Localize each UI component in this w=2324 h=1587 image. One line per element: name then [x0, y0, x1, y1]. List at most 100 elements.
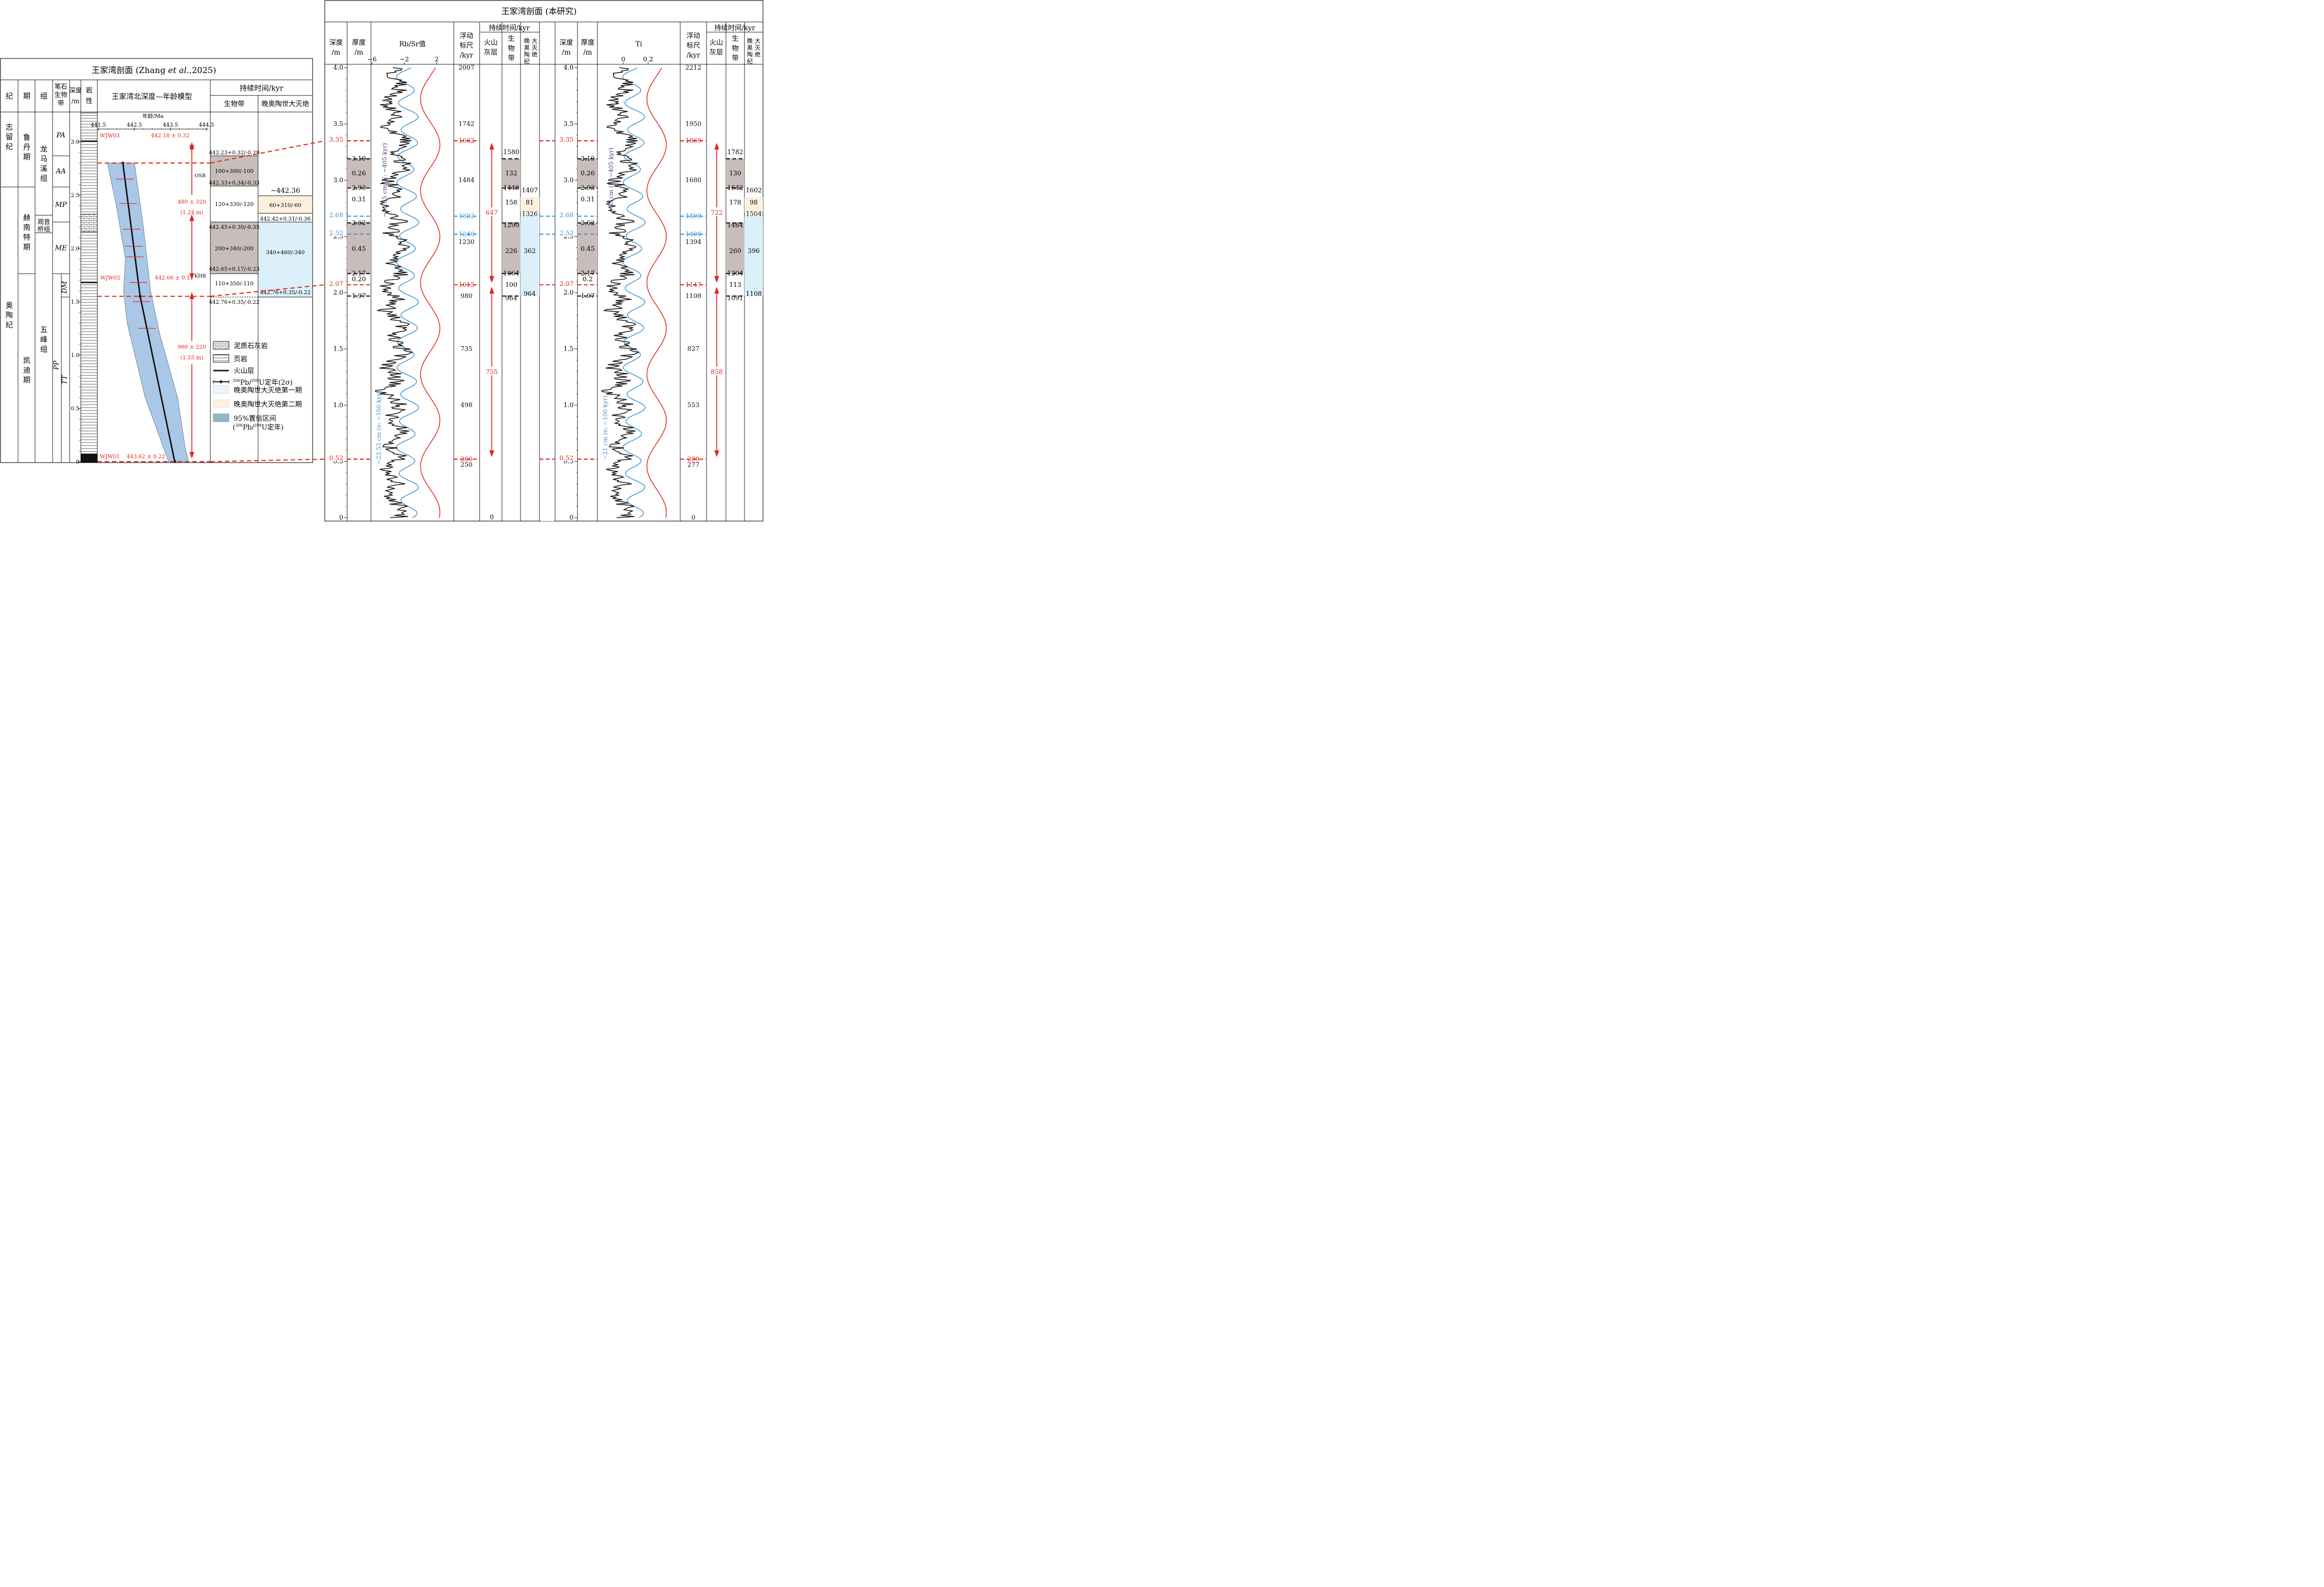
period-ordovician-2: 陶 — [5, 311, 13, 319]
header-bio-2: 带 — [732, 55, 739, 62]
stage-rhuddanian-3: 期 — [23, 152, 30, 161]
header-depth-2: 深度 — [559, 39, 573, 47]
extinction-duration-label: 964 — [524, 290, 536, 298]
header-ash: 灰层 — [484, 49, 498, 56]
biozone-shade — [726, 223, 744, 274]
header-extinction-b: 大 — [532, 37, 538, 44]
right-title: 王家湾剖面 (本研究) — [502, 7, 577, 17]
extinction-phase1-shade — [744, 216, 763, 296]
legend-label-2: 页岩 — [234, 355, 247, 363]
header-graptolite-1: 笔石 — [55, 83, 67, 91]
long-eccentricity-curve — [646, 67, 667, 518]
extinction-cell-5: 442.76+0.35/-0.22 — [260, 289, 311, 296]
biozone-shade — [726, 159, 744, 188]
marker-depth-label: 2.52 — [559, 230, 574, 237]
marker-label-bg — [329, 211, 343, 218]
left-depth-tick-label: 0 — [76, 459, 79, 465]
zone-mp: MP — [55, 201, 67, 209]
legend-label-7: 95%置信区间 — [234, 415, 276, 423]
zone-dm: DM — [61, 281, 69, 294]
header-depth: 深度 — [329, 39, 343, 47]
header-biozone: 生物带 — [224, 100, 244, 108]
scale-label: 2007 — [458, 64, 474, 72]
depth-axis-2-label: 2.0 — [563, 289, 574, 297]
thickness-label-2: 0.2 — [583, 276, 593, 283]
header-bio-2: 生 — [732, 35, 739, 43]
left-depth-tick-label: 0.5 — [71, 406, 80, 412]
biozone-cell-6: 200+340/-200 — [215, 245, 254, 252]
extinction-cell-4: 340+460/-340 — [266, 249, 305, 256]
header-scale: /kyr — [460, 52, 473, 59]
marker-label-bg — [329, 454, 343, 461]
stage-katian-2: 迪 — [23, 366, 30, 374]
marker-depth-label: 2.68 — [329, 212, 343, 219]
interval-arrow-top-b-head-bottom — [189, 273, 194, 280]
stage-katian-3: 期 — [23, 375, 30, 384]
stage-hirnantian-3: 特 — [23, 233, 30, 242]
stage-rhuddanian-2: 丹 — [23, 143, 30, 151]
header-depth-2: /m — [72, 98, 80, 105]
thickness-label-2: 0.26 — [581, 170, 595, 177]
scale-label-2: 1394 — [685, 239, 701, 246]
bio-duration-label: 1290 — [503, 222, 519, 229]
ash-interval-2-1-label: 858 — [711, 369, 723, 376]
legend-label-3: 火山层 — [234, 367, 254, 375]
short-eccentricity-curve — [396, 67, 419, 518]
age-tick-label: 443.5 — [163, 122, 178, 128]
curve-x-tick-label: 2 — [435, 56, 439, 63]
stage-rhuddanian-1: 鲁 — [23, 133, 30, 142]
bio-duration-label-2: 1464 — [727, 222, 743, 229]
correlation-link — [210, 458, 325, 463]
interval-sub-bottom: (1.55 m) — [180, 355, 203, 361]
marker-label-bg — [329, 136, 343, 143]
scale-label: 498 — [461, 402, 473, 409]
depth-axis-1-label: 2.0 — [333, 289, 343, 297]
extinction-duration-label-2: 1504 — [745, 210, 762, 218]
marker-depth-label: 2.68 — [559, 212, 574, 219]
interval-text-top: 480 ± 320 — [178, 199, 206, 205]
extinction-cells: ~442.36 60+310/-60 442.42+0.31/-0.36 340… — [260, 187, 311, 296]
ash-interval-1-head — [489, 286, 494, 294]
biozone-cells: 442.23+0.32/-0.29 100+300/-100 442.33+0.… — [209, 149, 260, 305]
confidence-band — [107, 163, 189, 462]
ash-interval-1-label: 755 — [486, 369, 498, 376]
thickness-label: 0.31 — [352, 196, 366, 203]
depth-axis-2-label: 1.5 — [563, 346, 574, 353]
thickness-label: 2.17 — [352, 270, 366, 278]
proxy-data-curve — [601, 67, 640, 518]
header-lithology-2: 性 — [86, 97, 93, 105]
legend-label-6: 晚奥陶世大灭绝第二期 — [234, 400, 302, 409]
left-depth-tick-label: 2.5 — [71, 192, 80, 199]
thickness-label: 0.26 — [352, 170, 366, 177]
header-extinction-2b: 绝 — [755, 51, 761, 58]
ash-interval-2-1-head — [714, 450, 719, 457]
shale-swatch — [213, 354, 229, 363]
extinction-cell-1: ~442.36 — [271, 187, 300, 195]
extinction-duration-label-2: 1602 — [745, 187, 762, 194]
header-graptolite-2: 生物 — [55, 92, 67, 99]
depth-axis-1-label: 1.5 — [333, 346, 343, 353]
formation-wufeng-1: 五 — [40, 325, 47, 334]
period-silurian-2: 留 — [5, 132, 13, 141]
biozone-cell-9: 442.76+0.35/-0.22 — [209, 299, 260, 305]
depth-axis-2-label: 3.5 — [563, 121, 574, 128]
left-depth-tick-label: 1.5 — [71, 299, 80, 305]
marker-label-bg — [329, 280, 343, 287]
curve-x-tick-label: 0 — [621, 56, 625, 63]
cycle-label-short: ~23.53 cm (e: ~100 kyr) — [375, 391, 382, 465]
formation-guanyinqiao-1: 观音 — [37, 218, 50, 226]
lithology-base-volcanic — [81, 454, 97, 463]
thickness-label: 0.20 — [352, 276, 366, 283]
confidence-swatch — [213, 413, 229, 422]
header-thickness: /m — [354, 49, 363, 56]
header-duration: 持续时间/kyr — [240, 84, 284, 93]
depth-axis-1-label: 3.5 — [333, 121, 343, 128]
scale-label: 1742 — [458, 121, 474, 128]
cycle-label-long: ~81.65 cm (E: ~405 kyr) — [381, 143, 388, 218]
zone-me: ME — [55, 244, 67, 252]
thickness-label: 2.62 — [352, 220, 366, 227]
thickness-label-2: 0.31 — [581, 196, 595, 203]
extinction-duration-label-2: 1108 — [745, 290, 762, 298]
scale-label-2: 277 — [688, 461, 700, 468]
